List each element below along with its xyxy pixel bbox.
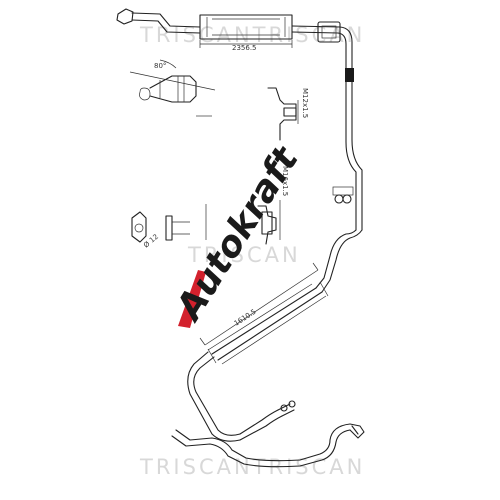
top-length-label: 2356.5 bbox=[232, 44, 257, 52]
dimension-top-sleeve: 2356.5 bbox=[199, 40, 293, 52]
logo-accent-shape bbox=[178, 270, 206, 328]
middle-length-label: 1610.5 bbox=[233, 308, 258, 328]
thread-mid-label: M16x1.5 bbox=[281, 166, 289, 196]
thread-top-label: M12x1.5 bbox=[301, 88, 309, 118]
detail-thread-fitting-mid: M16x1.5 bbox=[257, 166, 289, 245]
lower-hose-line bbox=[171, 423, 365, 468]
watermark-middle: TRISCAN bbox=[187, 243, 301, 267]
angle-top-label: 80° bbox=[154, 62, 166, 70]
detail-thread-fitting-top: M12x1.5 bbox=[267, 87, 309, 141]
main-hose-line bbox=[116, 8, 363, 442]
diameter-label: Ø 12 bbox=[142, 233, 160, 250]
detail-banjo-fitting: 80° bbox=[129, 59, 216, 117]
